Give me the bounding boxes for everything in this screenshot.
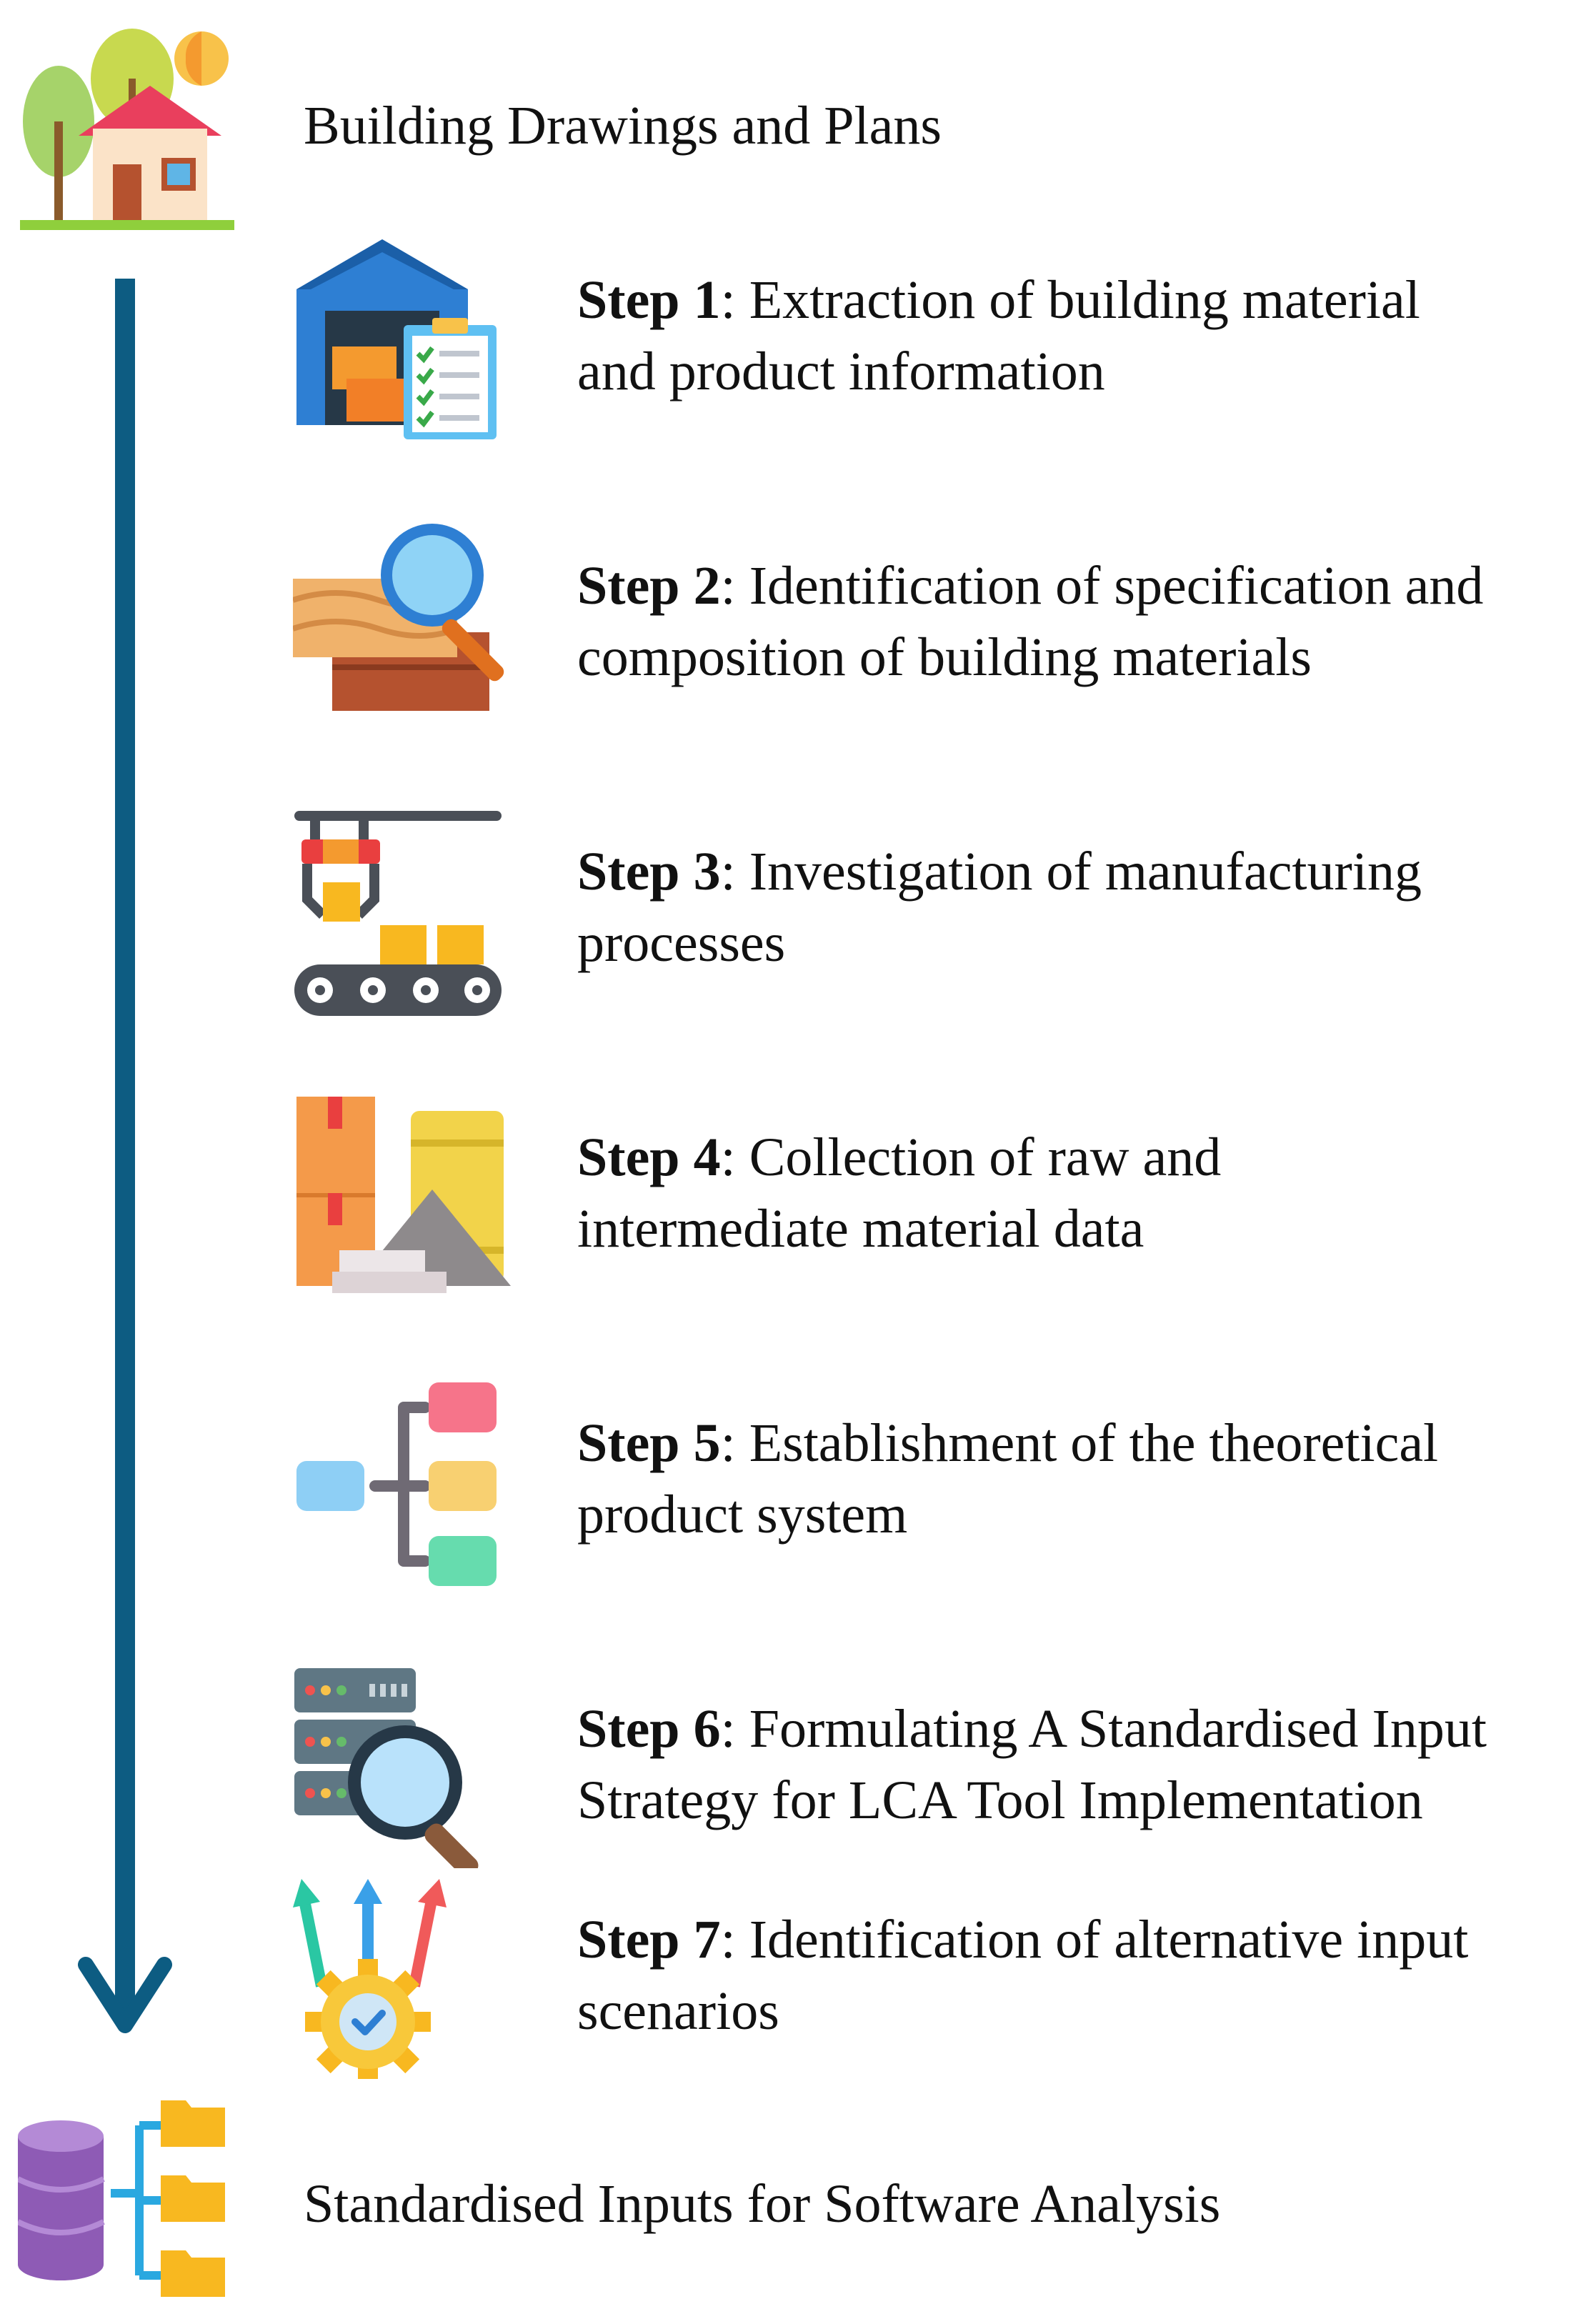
step-5-line2: product system	[577, 1485, 908, 1545]
step-4-line2: intermediate material data	[577, 1199, 1144, 1259]
step-6-prefix: Step 6	[577, 1699, 721, 1759]
step-2-line2: composition of building materials	[577, 627, 1312, 687]
step-2-line1: : Identification of specification and	[720, 556, 1484, 616]
top-node-label: Building Drawings and Plans	[304, 96, 942, 156]
step-5-line1: : Establishment of the theoretical	[720, 1413, 1439, 1473]
step-4-text: Step 4: Collection of raw and intermedia…	[577, 1122, 1221, 1265]
step-5-prefix: Step 5	[577, 1413, 721, 1473]
hierarchy-tree-icon	[296, 1379, 504, 1586]
step-7-line1: : Identification of alternative input	[720, 1910, 1469, 1970]
step-2-text: Step 2: Identification of specification …	[577, 550, 1483, 693]
conveyor-claw-icon	[294, 804, 509, 1018]
step-3-line2: processes	[577, 913, 786, 973]
step-7-line2: scenarios	[577, 1981, 779, 2041]
step-3-line1: : Investigation of manufacturing	[720, 842, 1422, 902]
step-6-line1: : Formulating A Standardised Input	[720, 1699, 1487, 1759]
step-7-prefix: Step 7	[577, 1910, 721, 1970]
wood-brick-magnifier-icon	[293, 514, 536, 722]
step-6-text: Step 6: Formulating A Standardised Input…	[577, 1693, 1487, 1836]
step-1-line2: and product information	[577, 341, 1105, 402]
raw-materials-icon	[296, 1097, 518, 1300]
house-icon	[14, 14, 236, 236]
step-1-line1: : Extraction of building material	[720, 270, 1420, 330]
flow-arrow	[71, 279, 179, 2050]
step-5-text: Step 5: Establishment of the theoretical…	[577, 1407, 1438, 1550]
server-search-icon	[294, 1668, 502, 1868]
step-4-line1: : Collection of raw and	[720, 1127, 1222, 1187]
gear-arrows-check-icon	[293, 1879, 450, 2079]
step-2-prefix: Step 2	[577, 556, 721, 616]
step-1-prefix: Step 1	[577, 270, 721, 330]
step-6-line2: Strategy for LCA Tool Implementation	[577, 1770, 1423, 1830]
step-4-prefix: Step 4	[577, 1127, 721, 1187]
step-1-text: Step 1: Extraction of building material …	[577, 264, 1420, 407]
step-3-text: Step 3: Investigation of manufacturing p…	[577, 836, 1422, 979]
step-7-text: Step 7: Identification of alternative in…	[577, 1904, 1468, 2047]
database-folders-icon	[18, 2093, 232, 2308]
step-3-prefix: Step 3	[577, 842, 721, 902]
bottom-node-label: Standardised Inputs for Software Analysi…	[304, 2174, 1221, 2234]
warehouse-checklist-icon	[289, 232, 511, 447]
